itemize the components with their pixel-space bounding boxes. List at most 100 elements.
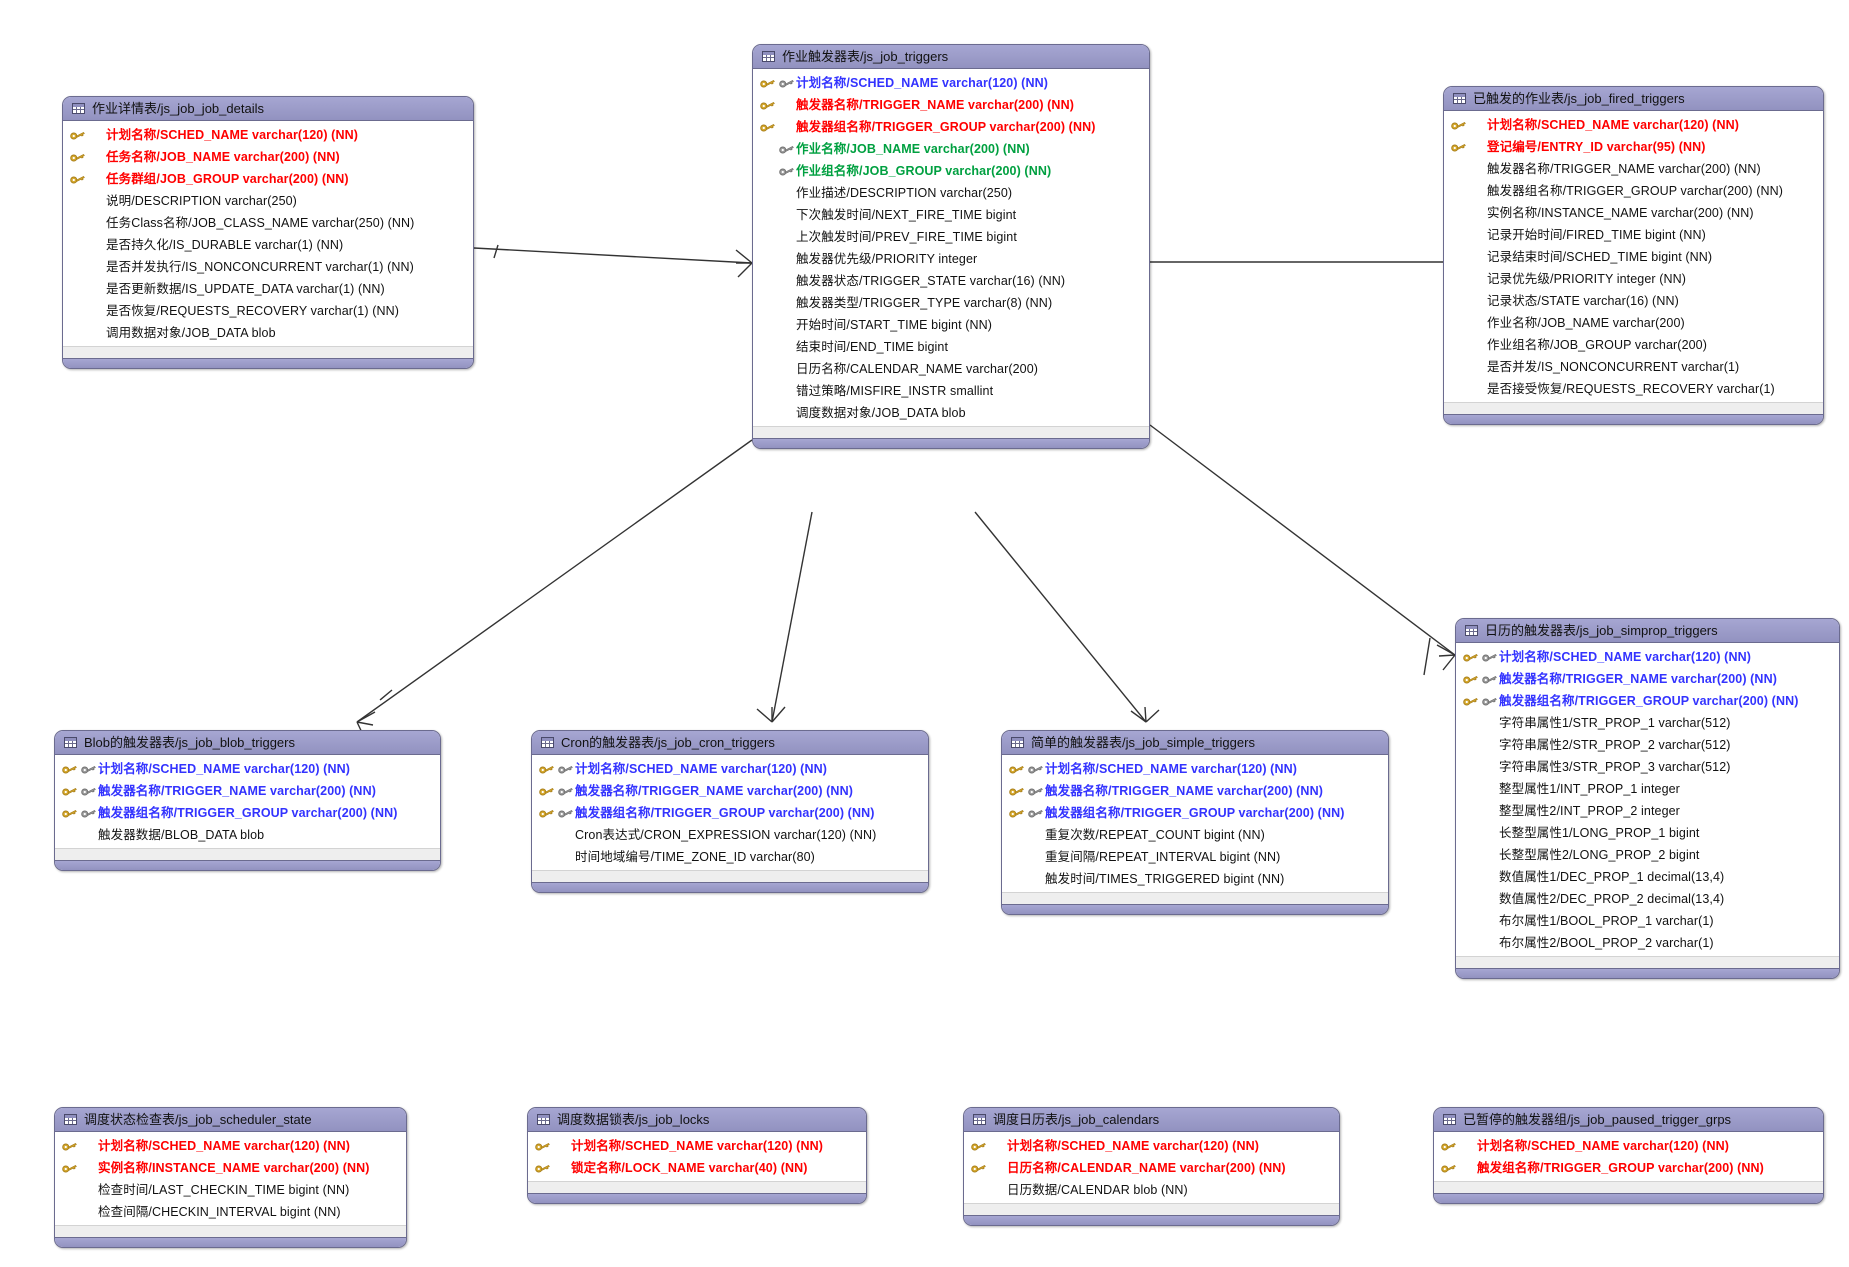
attribute-row[interactable]: 触发器组名称/TRIGGER_GROUP varchar(200) (NN) (1002, 802, 1388, 824)
attribute-row[interactable]: 数值属性1/DEC_PROP_1 decimal(13,4) (1456, 866, 1839, 888)
entity-job_details[interactable]: 作业详情表/js_job_job_details 计划名称/SCHED_NAME … (62, 96, 474, 369)
attribute-row[interactable]: 计划名称/SCHED_NAME varchar(120) (NN) (63, 124, 473, 146)
attribute-row[interactable]: 布尔属性1/BOOL_PROP_1 varchar(1) (1456, 910, 1839, 932)
entity-header-scheduler_state[interactable]: 调度状态检查表/js_job_scheduler_state (55, 1108, 406, 1132)
attribute-row[interactable]: 任务名称/JOB_NAME varchar(200) (NN) (63, 146, 473, 168)
attribute-row[interactable]: 结束时间/END_TIME bigint (753, 336, 1149, 358)
entity-header-calendars[interactable]: 调度日历表/js_job_calendars (964, 1108, 1339, 1132)
entity-header-locks[interactable]: 调度数据锁表/js_job_locks (528, 1108, 866, 1132)
attribute-row[interactable]: 作业名称/JOB_NAME varchar(200) (1444, 312, 1823, 334)
attribute-row[interactable]: 调用数据对象/JOB_DATA blob (63, 322, 473, 344)
attribute-row[interactable]: 是否恢复/REQUESTS_RECOVERY varchar(1) (NN) (63, 300, 473, 322)
attribute-row[interactable]: 计划名称/SCHED_NAME varchar(120) (NN) (1456, 646, 1839, 668)
attribute-row[interactable]: 登记编号/ENTRY_ID varchar(95) (NN) (1444, 136, 1823, 158)
attribute-row[interactable]: 重复间隔/REPEAT_INTERVAL bigint (NN) (1002, 846, 1388, 868)
entity-blob_triggers[interactable]: Blob的触发器表/js_job_blob_triggers 计划名称/SCHED… (54, 730, 441, 871)
entity-calendars[interactable]: 调度日历表/js_job_calendars 计划名称/SCHED_NAME va… (963, 1107, 1340, 1226)
entity-header-simprop_triggers[interactable]: 日历的触发器表/js_job_simprop_triggers (1456, 619, 1839, 643)
attribute-row[interactable]: 触发器名称/TRIGGER_NAME varchar(200) (NN) (753, 94, 1149, 116)
entity-header-simple_triggers[interactable]: 简单的触发器表/js_job_simple_triggers (1002, 731, 1388, 755)
attribute-row[interactable]: 整型属性1/INT_PROP_1 integer (1456, 778, 1839, 800)
attribute-row[interactable]: 计划名称/SCHED_NAME varchar(120) (NN) (753, 72, 1149, 94)
attribute-row[interactable]: 日历名称/CALENDAR_NAME varchar(200) (753, 358, 1149, 380)
attribute-row[interactable]: 日历数据/CALENDAR blob (NN) (964, 1179, 1339, 1201)
attribute-row[interactable]: 计划名称/SCHED_NAME varchar(120) (NN) (964, 1135, 1339, 1157)
attribute-row[interactable]: 整型属性2/INT_PROP_2 integer (1456, 800, 1839, 822)
attribute-row[interactable]: 长整型属性1/LONG_PROP_1 bigint (1456, 822, 1839, 844)
attribute-row[interactable]: 开始时间/START_TIME bigint (NN) (753, 314, 1149, 336)
attribute-row[interactable]: 字符串属性1/STR_PROP_1 varchar(512) (1456, 712, 1839, 734)
attribute-row[interactable]: 作业组名称/JOB_GROUP varchar(200) (NN) (753, 160, 1149, 182)
attribute-row[interactable]: 是否持久化/IS_DURABLE varchar(1) (NN) (63, 234, 473, 256)
attribute-row[interactable]: 记录开始时间/FIRED_TIME bigint (NN) (1444, 224, 1823, 246)
entity-simple_triggers[interactable]: 简单的触发器表/js_job_simple_triggers 计划名称/SCHED… (1001, 730, 1389, 915)
attribute-row[interactable]: 数值属性2/DEC_PROP_2 decimal(13,4) (1456, 888, 1839, 910)
attribute-row[interactable]: 锁定名称/LOCK_NAME varchar(40) (NN) (528, 1157, 866, 1179)
entity-simprop_triggers[interactable]: 日历的触发器表/js_job_simprop_triggers 计划名称/SCHE… (1455, 618, 1840, 979)
attribute-row[interactable]: 错过策略/MISFIRE_INSTR smallint (753, 380, 1149, 402)
attribute-row[interactable]: 上次触发时间/PREV_FIRE_TIME bigint (753, 226, 1149, 248)
attribute-row[interactable]: 触发器组名称/TRIGGER_GROUP varchar(200) (NN) (753, 116, 1149, 138)
attribute-row[interactable]: 记录结束时间/SCHED_TIME bigint (NN) (1444, 246, 1823, 268)
attribute-row[interactable]: 触发器名称/TRIGGER_NAME varchar(200) (NN) (1444, 158, 1823, 180)
attribute-row[interactable]: 说明/DESCRIPTION varchar(250) (63, 190, 473, 212)
entity-header-fired_triggers[interactable]: 已触发的作业表/js_job_fired_triggers (1444, 87, 1823, 111)
entity-triggers[interactable]: 作业触发器表/js_job_triggers 计划名称/SCHED_NAME va… (752, 44, 1150, 449)
entity-header-blob_triggers[interactable]: Blob的触发器表/js_job_blob_triggers (55, 731, 440, 755)
attribute-row[interactable]: 计划名称/SCHED_NAME varchar(120) (NN) (1434, 1135, 1823, 1157)
attribute-row[interactable]: 触发器组名称/TRIGGER_GROUP varchar(200) (NN) (1444, 180, 1823, 202)
entity-paused_trigger_grps[interactable]: 已暂停的触发器组/js_job_paused_trigger_grps 计划名称/… (1433, 1107, 1824, 1204)
attribute-row[interactable]: 长整型属性2/LONG_PROP_2 bigint (1456, 844, 1839, 866)
attribute-row[interactable]: 下次触发时间/NEXT_FIRE_TIME bigint (753, 204, 1149, 226)
attribute-row[interactable]: 触发器组名称/TRIGGER_GROUP varchar(200) (NN) (532, 802, 928, 824)
attribute-row[interactable]: 作业描述/DESCRIPTION varchar(250) (753, 182, 1149, 204)
attribute-row[interactable]: 布尔属性2/BOOL_PROP_2 varchar(1) (1456, 932, 1839, 954)
attribute-row[interactable]: 作业组名称/JOB_GROUP varchar(200) (1444, 334, 1823, 356)
attribute-row[interactable]: 触发器数据/BLOB_DATA blob (55, 824, 440, 846)
attribute-row[interactable]: 是否接受恢复/REQUESTS_RECOVERY varchar(1) (1444, 378, 1823, 400)
attribute-row[interactable]: 触发器状态/TRIGGER_STATE varchar(16) (NN) (753, 270, 1149, 292)
attribute-row[interactable]: 是否并发/IS_NONCONCURRENT varchar(1) (1444, 356, 1823, 378)
attribute-row[interactable]: 任务群组/JOB_GROUP varchar(200) (NN) (63, 168, 473, 190)
attribute-row[interactable]: 触发器名称/TRIGGER_NAME varchar(200) (NN) (532, 780, 928, 802)
attribute-row[interactable]: 实例名称/INSTANCE_NAME varchar(200) (NN) (55, 1157, 406, 1179)
attribute-row[interactable]: 记录状态/STATE varchar(16) (NN) (1444, 290, 1823, 312)
attribute-row[interactable]: 字符串属性3/STR_PROP_3 varchar(512) (1456, 756, 1839, 778)
attribute-row[interactable]: 任务Class名称/JOB_CLASS_NAME varchar(250) (N… (63, 212, 473, 234)
entity-header-paused_trigger_grps[interactable]: 已暂停的触发器组/js_job_paused_trigger_grps (1434, 1108, 1823, 1132)
attribute-row[interactable]: 日历名称/CALENDAR_NAME varchar(200) (NN) (964, 1157, 1339, 1179)
attribute-row[interactable]: 记录优先级/PRIORITY integer (NN) (1444, 268, 1823, 290)
attribute-row[interactable]: 计划名称/SCHED_NAME varchar(120) (NN) (528, 1135, 866, 1157)
attribute-row[interactable]: 重复次数/REPEAT_COUNT bigint (NN) (1002, 824, 1388, 846)
attribute-row[interactable]: 触发时间/TIMES_TRIGGERED bigint (NN) (1002, 868, 1388, 890)
entity-scheduler_state[interactable]: 调度状态检查表/js_job_scheduler_state 计划名称/SCHED… (54, 1107, 407, 1248)
attribute-row[interactable]: 检查时间/LAST_CHECKIN_TIME bigint (NN) (55, 1179, 406, 1201)
attribute-row[interactable]: 作业名称/JOB_NAME varchar(200) (NN) (753, 138, 1149, 160)
attribute-row[interactable]: 触发器类型/TRIGGER_TYPE varchar(8) (NN) (753, 292, 1149, 314)
attribute-row[interactable]: 触发器名称/TRIGGER_NAME varchar(200) (NN) (1456, 668, 1839, 690)
attribute-row[interactable]: 触发组名称/TRIGGER_GROUP varchar(200) (NN) (1434, 1157, 1823, 1179)
entity-header-triggers[interactable]: 作业触发器表/js_job_triggers (753, 45, 1149, 69)
entity-header-cron_triggers[interactable]: Cron的触发器表/js_job_cron_triggers (532, 731, 928, 755)
attribute-row[interactable]: 触发器名称/TRIGGER_NAME varchar(200) (NN) (1002, 780, 1388, 802)
attribute-row[interactable]: 时间地域编号/TIME_ZONE_ID varchar(80) (532, 846, 928, 868)
attribute-row[interactable]: 实例名称/INSTANCE_NAME varchar(200) (NN) (1444, 202, 1823, 224)
entity-cron_triggers[interactable]: Cron的触发器表/js_job_cron_triggers 计划名称/SCHED… (531, 730, 929, 893)
attribute-row[interactable]: Cron表达式/CRON_EXPRESSION varchar(120) (NN… (532, 824, 928, 846)
attribute-row[interactable]: 检查间隔/CHECKIN_INTERVAL bigint (NN) (55, 1201, 406, 1223)
entity-locks[interactable]: 调度数据锁表/js_job_locks 计划名称/SCHED_NAME varch… (527, 1107, 867, 1204)
attribute-row[interactable]: 计划名称/SCHED_NAME varchar(120) (NN) (55, 1135, 406, 1157)
attribute-row[interactable]: 调度数据对象/JOB_DATA blob (753, 402, 1149, 424)
attribute-row[interactable]: 是否并发执行/IS_NONCONCURRENT varchar(1) (NN) (63, 256, 473, 278)
attribute-row[interactable]: 触发器名称/TRIGGER_NAME varchar(200) (NN) (55, 780, 440, 802)
attribute-row[interactable]: 触发器组名称/TRIGGER_GROUP varchar(200) (NN) (1456, 690, 1839, 712)
attribute-row[interactable]: 字符串属性2/STR_PROP_2 varchar(512) (1456, 734, 1839, 756)
attribute-row[interactable]: 计划名称/SCHED_NAME varchar(120) (NN) (1002, 758, 1388, 780)
attribute-row[interactable]: 计划名称/SCHED_NAME varchar(120) (NN) (55, 758, 440, 780)
attribute-row[interactable]: 触发器组名称/TRIGGER_GROUP varchar(200) (NN) (55, 802, 440, 824)
attribute-row[interactable]: 计划名称/SCHED_NAME varchar(120) (NN) (1444, 114, 1823, 136)
entity-header-job_details[interactable]: 作业详情表/js_job_job_details (63, 97, 473, 121)
attribute-row[interactable]: 计划名称/SCHED_NAME varchar(120) (NN) (532, 758, 928, 780)
attribute-row[interactable]: 是否更新数据/IS_UPDATE_DATA varchar(1) (NN) (63, 278, 473, 300)
attribute-row[interactable]: 触发器优先级/PRIORITY integer (753, 248, 1149, 270)
